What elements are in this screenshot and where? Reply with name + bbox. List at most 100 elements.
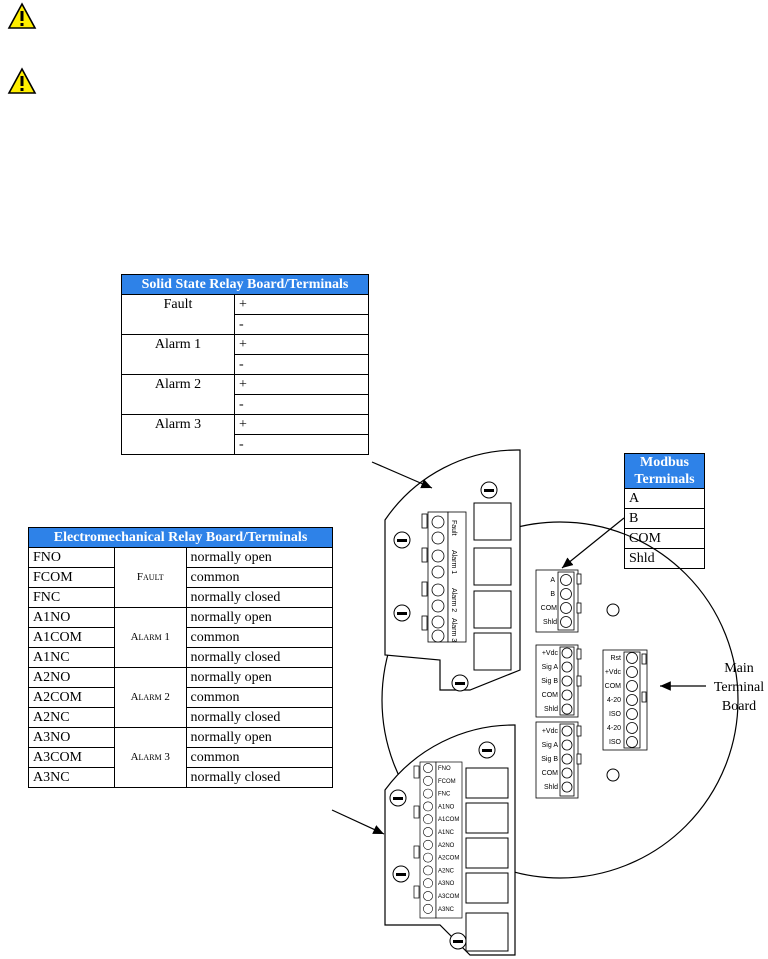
emr-board-label: A1NO [438, 804, 455, 810]
ssr-terminal: + [234, 334, 369, 355]
board-terminal-label: Sig B [541, 678, 558, 685]
emr-desc: normally open [185, 547, 334, 568]
modbus-arrow [561, 517, 625, 569]
emr-board-label: A2COM [438, 856, 459, 862]
ssr-terminal-strip [421, 511, 467, 643]
board-terminal-label: COM [542, 770, 559, 777]
board-terminal-label: 4-20 [607, 697, 621, 704]
emr-code: A3NC [28, 767, 115, 788]
modbus-block-labels: A B COM Shld [541, 577, 558, 626]
board-terminal-label: ISO [609, 739, 622, 746]
modbus-title-line-1: Modbus [639, 455, 690, 470]
board-terminal-label: +Vdc [542, 728, 559, 735]
board-terminal-label: Sig B [541, 756, 558, 763]
emr-code: A1COM [28, 627, 115, 648]
emr-board-label: FCOM [438, 779, 456, 785]
board-terminal-label: 4-20 [607, 725, 621, 732]
signal-block-2-labels: +Vdc Sig A Sig B COM Shld [541, 728, 558, 791]
emr-terminal-screw [423, 827, 433, 837]
emr-desc: normally open [185, 607, 334, 628]
ssr-terminal: - [234, 354, 369, 375]
board-terminal-label: Shld [543, 619, 557, 626]
emr-relay-blocks [465, 767, 509, 952]
ssr-terminal: - [234, 394, 369, 415]
board-terminal-label: Shld [544, 706, 558, 713]
emr-arrow [331, 809, 385, 835]
main-terminal-board-callout: Main Terminal Board [707, 659, 768, 716]
emr-terminal-screw [423, 878, 433, 889]
ssr-terminal: + [234, 374, 369, 395]
main-block-labels: Rst +Vdc COM 4-20 ISO 4-20 ISO [605, 655, 622, 746]
board-terminal-label: +Vdc [542, 650, 559, 657]
emr-group-label: Fault [113, 547, 187, 608]
emr-group-label: Alarm 3 [113, 727, 187, 788]
emr-terminal-screw [423, 775, 433, 786]
emr-desc: normally open [185, 727, 334, 748]
emr-code: A1NO [28, 607, 115, 628]
callout-line: Board [721, 699, 757, 714]
emr-code: A1NC [28, 647, 115, 668]
emr-board-label: FNC [438, 792, 451, 798]
ssr-group-label: Fault [121, 294, 235, 335]
board-terminal-label: Sig A [542, 664, 559, 671]
emr-desc: common [185, 567, 334, 588]
emr-code: A2NC [28, 707, 115, 728]
emr-board-label: A1NC [438, 830, 455, 836]
ssr-terminal: - [234, 434, 369, 455]
emr-board-label: A3COM [438, 894, 459, 900]
ssr-board-labels: Fault Alarm 1 Alarm 2 Alarm 3 [450, 520, 457, 642]
mount-screws [389, 481, 620, 950]
main-terminal-block [602, 649, 648, 751]
emr-terminal-screw [423, 839, 433, 850]
board-terminal-label: Sig A [542, 742, 559, 749]
emr-group-label: Alarm 1 [113, 607, 187, 668]
modbus-title-line-2: Terminals [634, 472, 695, 487]
emr-terminal-screw [423, 865, 433, 876]
warning-triangle-icon [7, 2, 37, 35]
ssr-terminal: - [234, 314, 369, 335]
modbus-terminal: COM [624, 528, 705, 549]
modbus-terminal: Shld [624, 548, 705, 569]
emr-terminal-screw [423, 891, 433, 901]
signal-terminal-block-2 [535, 721, 582, 799]
emr-code: A2NO [28, 667, 115, 688]
emr-desc: normally closed [185, 767, 334, 788]
emr-terminal-screw [423, 763, 433, 773]
board-terminal-label: +Vdc [605, 669, 622, 676]
signal-block-1-labels: +Vdc Sig A Sig B COM Shld [541, 650, 558, 713]
emr-code: A2COM [28, 687, 115, 708]
ssr-relay-blocks [473, 502, 512, 671]
ssr-board-label: Fault [450, 520, 457, 536]
board-terminal-label: COM [542, 692, 559, 699]
emr-terminal-screws [423, 763, 433, 914]
modbus-terminal: A [624, 488, 705, 509]
ssr-group-label: Alarm 1 [121, 334, 235, 375]
emr-desc: normally closed [185, 707, 334, 728]
emr-code: A3NO [28, 727, 115, 748]
emr-desc: normally closed [185, 587, 334, 608]
ssr-table-title: Solid State Relay Board/Terminals [121, 274, 369, 295]
emr-terminal-table: Electromechanical Relay Board/Terminals … [28, 527, 334, 788]
emr-code: FNO [28, 547, 115, 568]
emr-desc: common [185, 747, 334, 768]
emr-board-label: A2NC [438, 868, 455, 874]
emr-terminal-screw [423, 903, 433, 914]
board-terminal-label: COM [541, 605, 558, 612]
emr-terminal-screw [423, 814, 433, 825]
board-terminal-label: B [550, 591, 555, 598]
emr-board-label: A1COM [438, 817, 459, 823]
warning-triangle-icon [7, 67, 37, 100]
ssr-terminal: + [234, 294, 369, 315]
ssr-terminal: + [234, 414, 369, 435]
ssr-board-label: Alarm 2 [450, 588, 457, 612]
ssr-arrow [371, 461, 433, 489]
modbus-terminal: B [624, 508, 705, 529]
emr-terminal-screw [423, 801, 433, 812]
emr-board-labels: FNOFCOMFNCA1NOA1COMA1NCA2NOA2COMA2NCA3NO… [438, 766, 459, 913]
emr-terminal-strip [413, 761, 463, 919]
emr-board-label: FNO [438, 766, 451, 772]
emr-desc: normally closed [185, 647, 334, 668]
callout-line: Terminal [713, 680, 765, 695]
